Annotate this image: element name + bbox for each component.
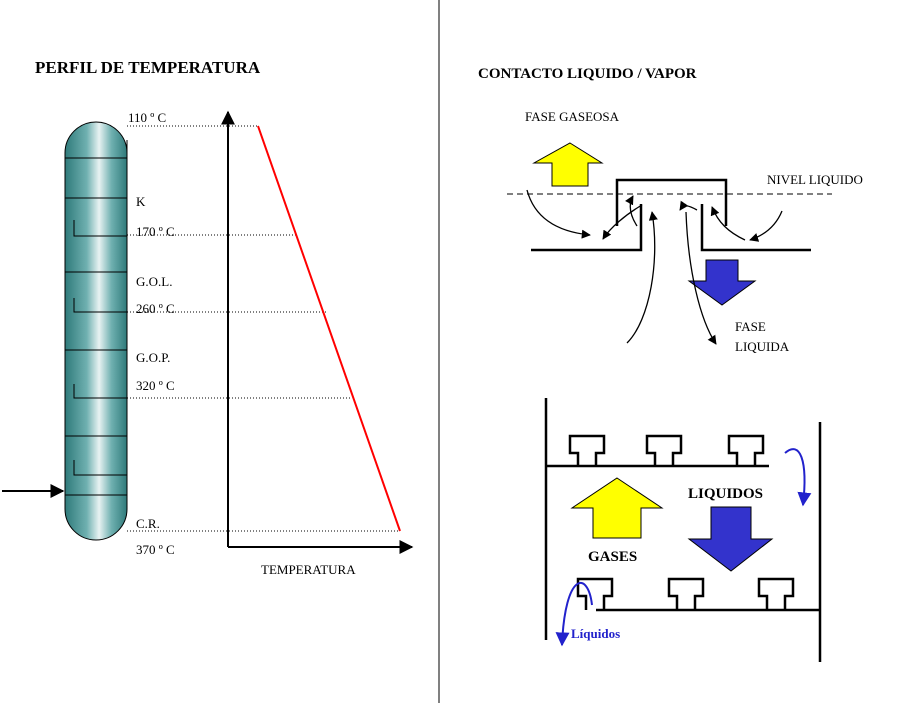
fase-label: FASE (735, 319, 766, 334)
upper-tray (546, 434, 769, 468)
label-320c: 320 º C (136, 378, 175, 393)
temperature-profile-line (257, 125, 401, 532)
gases-label: GASES (588, 549, 637, 565)
level-lines (127, 125, 400, 532)
liquidos-lower-label: Líquidos (571, 626, 620, 641)
label-370c: 370 º C (136, 542, 175, 557)
fase-gaseosa-label: FASE GASEOSA (525, 109, 620, 124)
right-title: CONTACTO LIQUIDO / VAPOR (478, 66, 697, 82)
label-170c: 170 º C (136, 224, 175, 239)
gases-up-arrow (570, 477, 664, 539)
label-gol: G.O.L. (136, 274, 172, 289)
distillation-column (64, 121, 128, 541)
bubble-cap (531, 178, 811, 252)
label-gop: G.O.P. (136, 350, 170, 365)
left-title: PERFIL DE TEMPERATURA (35, 58, 261, 77)
label-110c: 110 º C (128, 110, 166, 125)
overflow-arrow-lower (555, 581, 593, 647)
liquida-label: LIQUIDA (735, 339, 790, 354)
label-cr: C.R. (136, 516, 160, 531)
label-260c: 260 º C (136, 301, 175, 316)
flow-arrows (526, 189, 783, 345)
lower-tray (576, 577, 820, 612)
liquids-down-arrow (687, 506, 774, 572)
label-k: K (136, 194, 146, 209)
liquidos-upper-label: LIQUIDOS (688, 486, 763, 502)
nivel-liquido-label: NIVEL LIQUIDO (767, 172, 863, 187)
column-trays (64, 140, 128, 496)
liquid-down-arrow (687, 259, 757, 306)
x-axis-label: TEMPERATURA (261, 562, 356, 577)
gas-up-arrow (532, 142, 604, 187)
overflow-arrow-upper (784, 448, 812, 507)
